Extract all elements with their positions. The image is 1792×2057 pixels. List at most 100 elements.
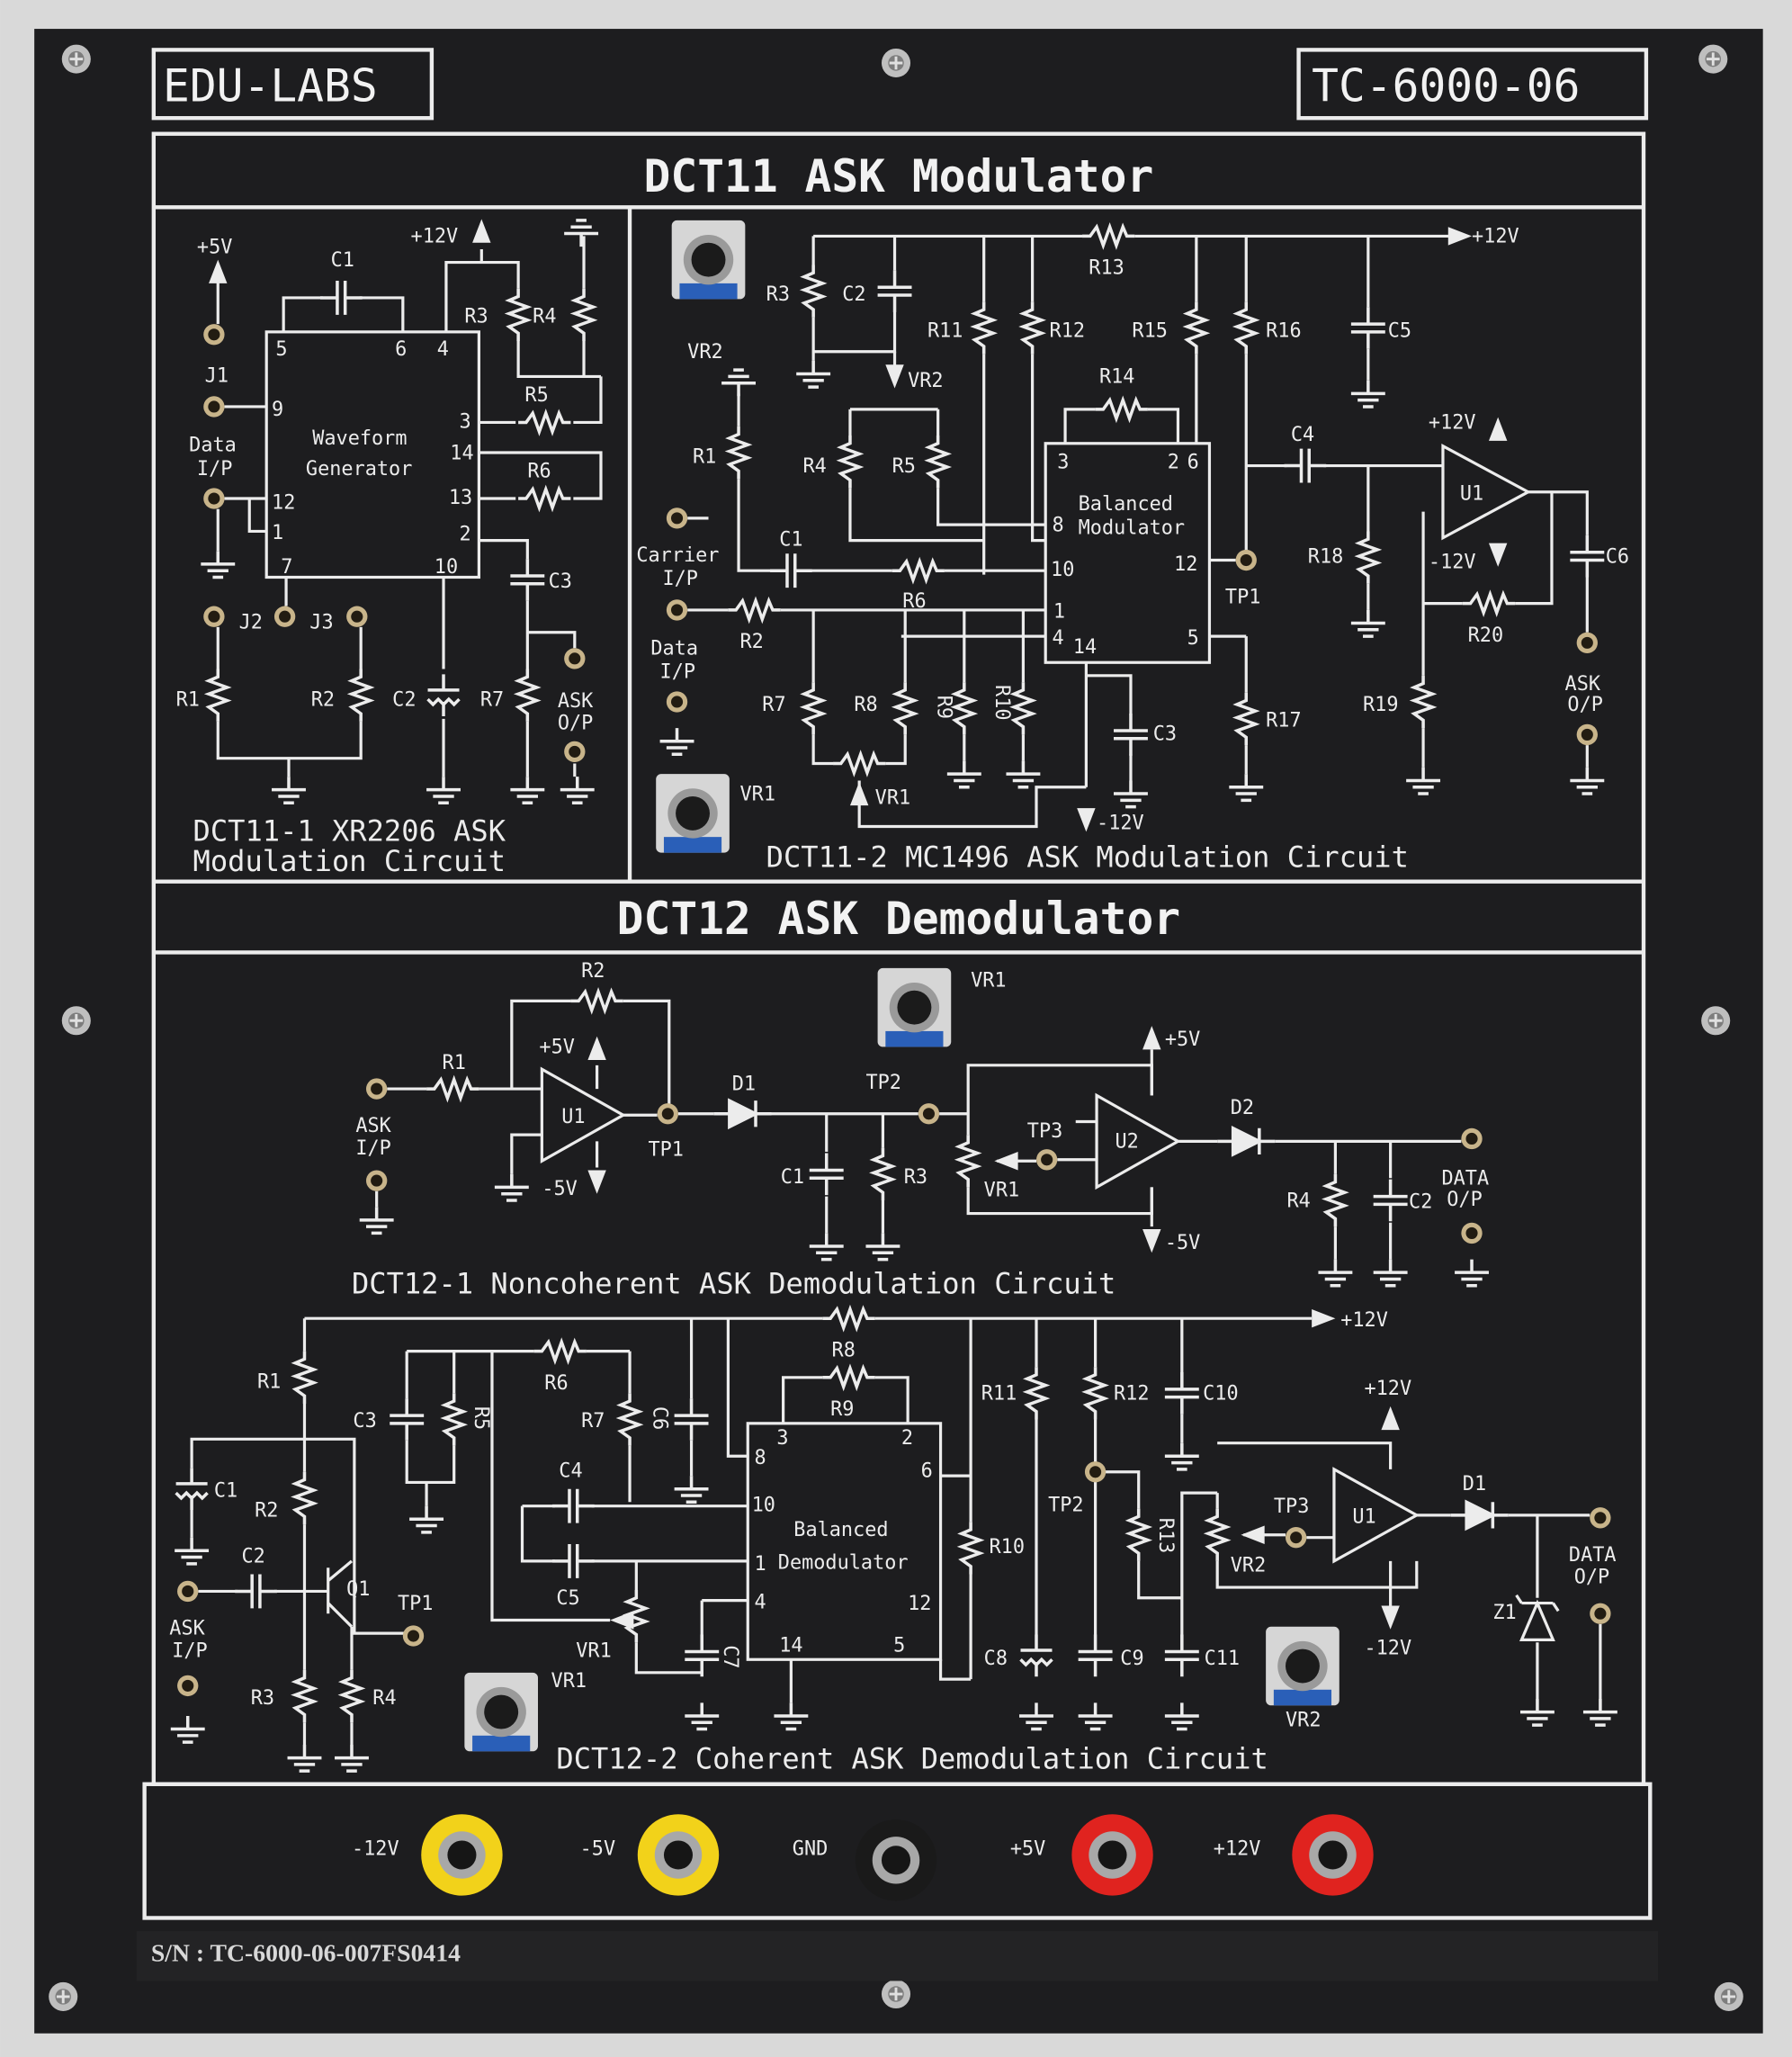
pin-label: 5 (275, 338, 287, 361)
label-data: DATA (1441, 1167, 1489, 1190)
opamp-u1 (1332, 1467, 1420, 1564)
label-c5: C5 (556, 1587, 579, 1610)
label-data: DATA (1569, 1544, 1617, 1567)
label-r18: R18 (1308, 545, 1343, 568)
potentiometer-vr1[interactable] (464, 1672, 538, 1752)
label-vr1: VR1 (971, 969, 1006, 992)
label-r1: R1 (693, 446, 716, 469)
label-ask: ASK (355, 1115, 391, 1137)
label-r16: R16 (1266, 320, 1301, 343)
label-minus5v: -5V (542, 1178, 577, 1200)
label-u1: U1 (1460, 482, 1483, 505)
section-frames (142, 131, 1653, 1920)
pin-label: 5 (1187, 627, 1199, 650)
label-c3: C3 (549, 570, 572, 593)
banana-jack[interactable] (421, 1814, 503, 1896)
label-r11: R11 (981, 1383, 1017, 1406)
jack-plus5v[interactable]: +5V (1010, 1814, 1153, 1896)
balanced-demodulator-ic (746, 1422, 943, 1661)
pin-label: 2 (901, 1427, 913, 1450)
label-c2: C2 (842, 283, 865, 306)
label-r2: R2 (311, 688, 335, 711)
label-r7: R7 (762, 694, 785, 716)
label-c3: C3 (353, 1410, 376, 1433)
pin-label: 5 (893, 1635, 905, 1657)
potentiometer-vr2[interactable] (1266, 1626, 1340, 1706)
label-r19: R19 (1363, 694, 1398, 716)
label-vr2: VR2 (1231, 1555, 1266, 1577)
circuit-caption: Modulation Circuit (193, 844, 506, 878)
label-r3: R3 (904, 1166, 927, 1189)
label-vr2: VR2 (1286, 1710, 1321, 1732)
pin-label: 2 (460, 524, 471, 546)
pin-label: 13 (449, 487, 472, 509)
pin-label: 12 (908, 1593, 931, 1615)
pin-label: 1 (1053, 601, 1065, 624)
dct12-2-circuit (169, 1307, 1619, 1773)
label-r8: R8 (854, 694, 877, 716)
banana-jack[interactable] (855, 1819, 937, 1901)
potentiometer-vr2[interactable] (671, 220, 746, 300)
label-12v: +12V (1340, 1309, 1388, 1332)
banana-jack[interactable] (637, 1814, 720, 1896)
potentiometer-vr1[interactable] (877, 967, 952, 1047)
label-vr1: VR1 (875, 787, 910, 810)
label-12v: +12V (1429, 412, 1476, 435)
label-r3: R3 (766, 283, 790, 306)
ic-label: Demodulator (778, 1552, 909, 1575)
label-r5: R5 (892, 455, 916, 478)
pin-label: 4 (437, 338, 449, 361)
opamp-u2 (1095, 1092, 1181, 1190)
pin-label: 4 (1052, 627, 1063, 650)
circuit-caption: DCT11-1 XR2206 ASK (193, 814, 506, 849)
label-r8: R8 (832, 1339, 856, 1361)
label-j1: J1 (205, 364, 228, 387)
brand-box (151, 48, 435, 121)
serial-number: S/N : TC-6000-06-007FS0414 (151, 1939, 461, 1967)
jack-minus12v[interactable]: -12V (352, 1814, 503, 1896)
dct12-2-labels: +12V R8 R9 R6 R1 C3 R5 R7 C6 C1 R2 C2 Q1… (169, 1309, 1616, 1775)
ic-label: Waveform (312, 427, 407, 450)
label-c1: C1 (331, 249, 354, 272)
jack-label: GND (793, 1837, 828, 1860)
pin-label: 8 (1052, 514, 1063, 536)
pin-label: 1 (755, 1553, 766, 1576)
label-5v: +5V (539, 1037, 574, 1059)
label-r4: R4 (802, 455, 826, 478)
label-r13: R13 (1154, 1518, 1177, 1553)
label-r15: R15 (1132, 320, 1167, 343)
banana-jack[interactable] (1071, 1814, 1153, 1896)
label-data: Data (189, 435, 237, 457)
label-c2: C2 (242, 1545, 265, 1567)
label-tp2: TP2 (1048, 1495, 1083, 1517)
pin-label: 6 (921, 1460, 933, 1483)
label-r3: R3 (464, 306, 488, 328)
label-c9: C9 (1120, 1648, 1143, 1670)
banana-jack[interactable] (1292, 1814, 1374, 1896)
dct11-1-labels: +5V +12V J1 Data I/P Waveform Generator … (176, 226, 595, 878)
jack-plus12v[interactable]: +12V (1214, 1814, 1374, 1896)
potentiometer-vr1[interactable] (656, 774, 730, 853)
label-c3: C3 (1153, 723, 1177, 745)
label-r1: R1 (176, 688, 200, 711)
label-c11: C11 (1205, 1648, 1240, 1670)
xr2206-ic (264, 330, 480, 579)
label-r9: R9 (933, 696, 955, 719)
pin-label: 9 (272, 399, 283, 421)
label-c6: C6 (1606, 545, 1629, 568)
circuit-caption: DCT12-1 Noncoherent ASK Demodulation Cir… (352, 1266, 1116, 1300)
jack-minus5v[interactable]: -5V (580, 1814, 720, 1896)
label-tp1: TP1 (1225, 587, 1260, 609)
jack-gnd[interactable]: GND (793, 1819, 937, 1901)
power-supply-jacks: -12V -5V GND +5V +12V (352, 1814, 1374, 1901)
label-op: O/P (1574, 1567, 1609, 1589)
label-tp2: TP2 (865, 1072, 900, 1094)
label-r10: R10 (990, 1536, 1025, 1558)
zener-z1 (1515, 1594, 1560, 1641)
label-minus12v: -12V (1429, 551, 1476, 573)
pin-label: 14 (450, 442, 473, 464)
section-title-dct11: DCT11 ASK Modulator (644, 150, 1154, 202)
label-c5: C5 (1388, 320, 1411, 343)
circuit-caption: DCT11-2 MC1496 ASK Modulation Circuit (766, 840, 1409, 875)
